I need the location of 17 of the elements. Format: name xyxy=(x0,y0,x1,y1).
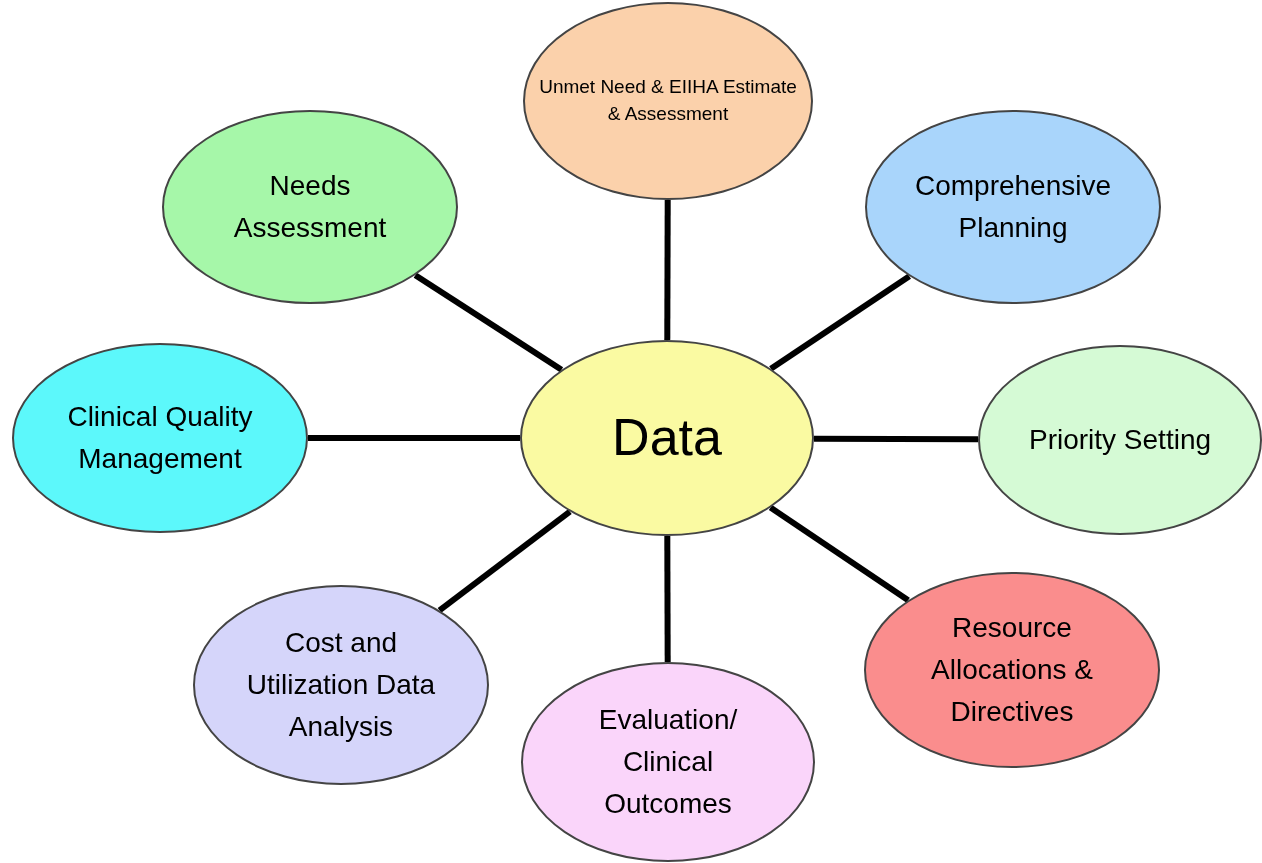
node-label: Cost and Utilization Data Analysis xyxy=(246,626,436,744)
node-label: Resource Allocations & Directives xyxy=(930,611,1094,729)
connector-line xyxy=(413,272,564,373)
node-label: Clinical Quality Management xyxy=(66,400,254,476)
node-label: Needs Assessment xyxy=(232,169,388,245)
connector-line xyxy=(308,435,520,441)
node-label: Priority Setting xyxy=(1028,423,1212,457)
node-label: Evaluation/ Clinical Outcomes xyxy=(597,703,739,821)
connector-line xyxy=(768,505,910,603)
connector-line xyxy=(769,273,911,372)
node-label: Unmet Need & EIIHA Estimate & Assessment xyxy=(538,75,798,126)
node-label: Data xyxy=(612,409,722,467)
connector-line xyxy=(664,200,671,340)
node-label: Comprehensive Planning xyxy=(913,169,1113,245)
connector-line xyxy=(437,509,572,613)
connector-line xyxy=(814,435,978,443)
connector-line xyxy=(664,536,671,662)
